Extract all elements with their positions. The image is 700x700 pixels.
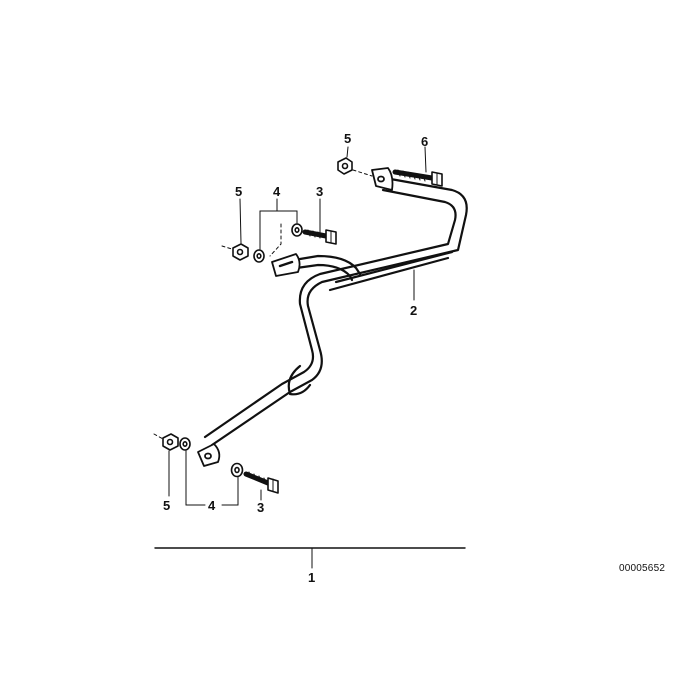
hex-nut-icon [232, 243, 249, 261]
bolt-icon [243, 471, 279, 494]
callout-washer-bottom: 4 [208, 498, 216, 513]
washer-icon [179, 437, 191, 451]
washer-icon [253, 249, 265, 263]
callout-bolt-left: 3 [316, 184, 324, 199]
document-number: 00005652 [619, 563, 666, 574]
callout-frame: 2 [410, 303, 418, 318]
bottom-fasteners [153, 433, 279, 494]
callout-assembly: 1 [308, 570, 316, 585]
mounting-tabs [197, 167, 394, 467]
callout-nut-bottom: 5 [163, 498, 171, 513]
bolt-icon [302, 229, 337, 245]
callout-bolt-top: 6 [421, 134, 429, 149]
washer-icon [230, 462, 244, 478]
washer-icon [291, 223, 303, 237]
callout-nut-top: 5 [344, 131, 352, 146]
top-fasteners [337, 157, 443, 187]
left-fasteners [221, 223, 337, 263]
leader-lines [154, 146, 466, 569]
hex-nut-icon [337, 157, 353, 175]
bolt-icon [392, 169, 443, 187]
callout-washer-left: 4 [273, 184, 281, 199]
callout-bolt-bottom: 3 [257, 500, 265, 515]
hex-nut-icon [162, 433, 179, 451]
callout-nut-left: 5 [235, 184, 243, 199]
tubular-frame [203, 176, 468, 447]
